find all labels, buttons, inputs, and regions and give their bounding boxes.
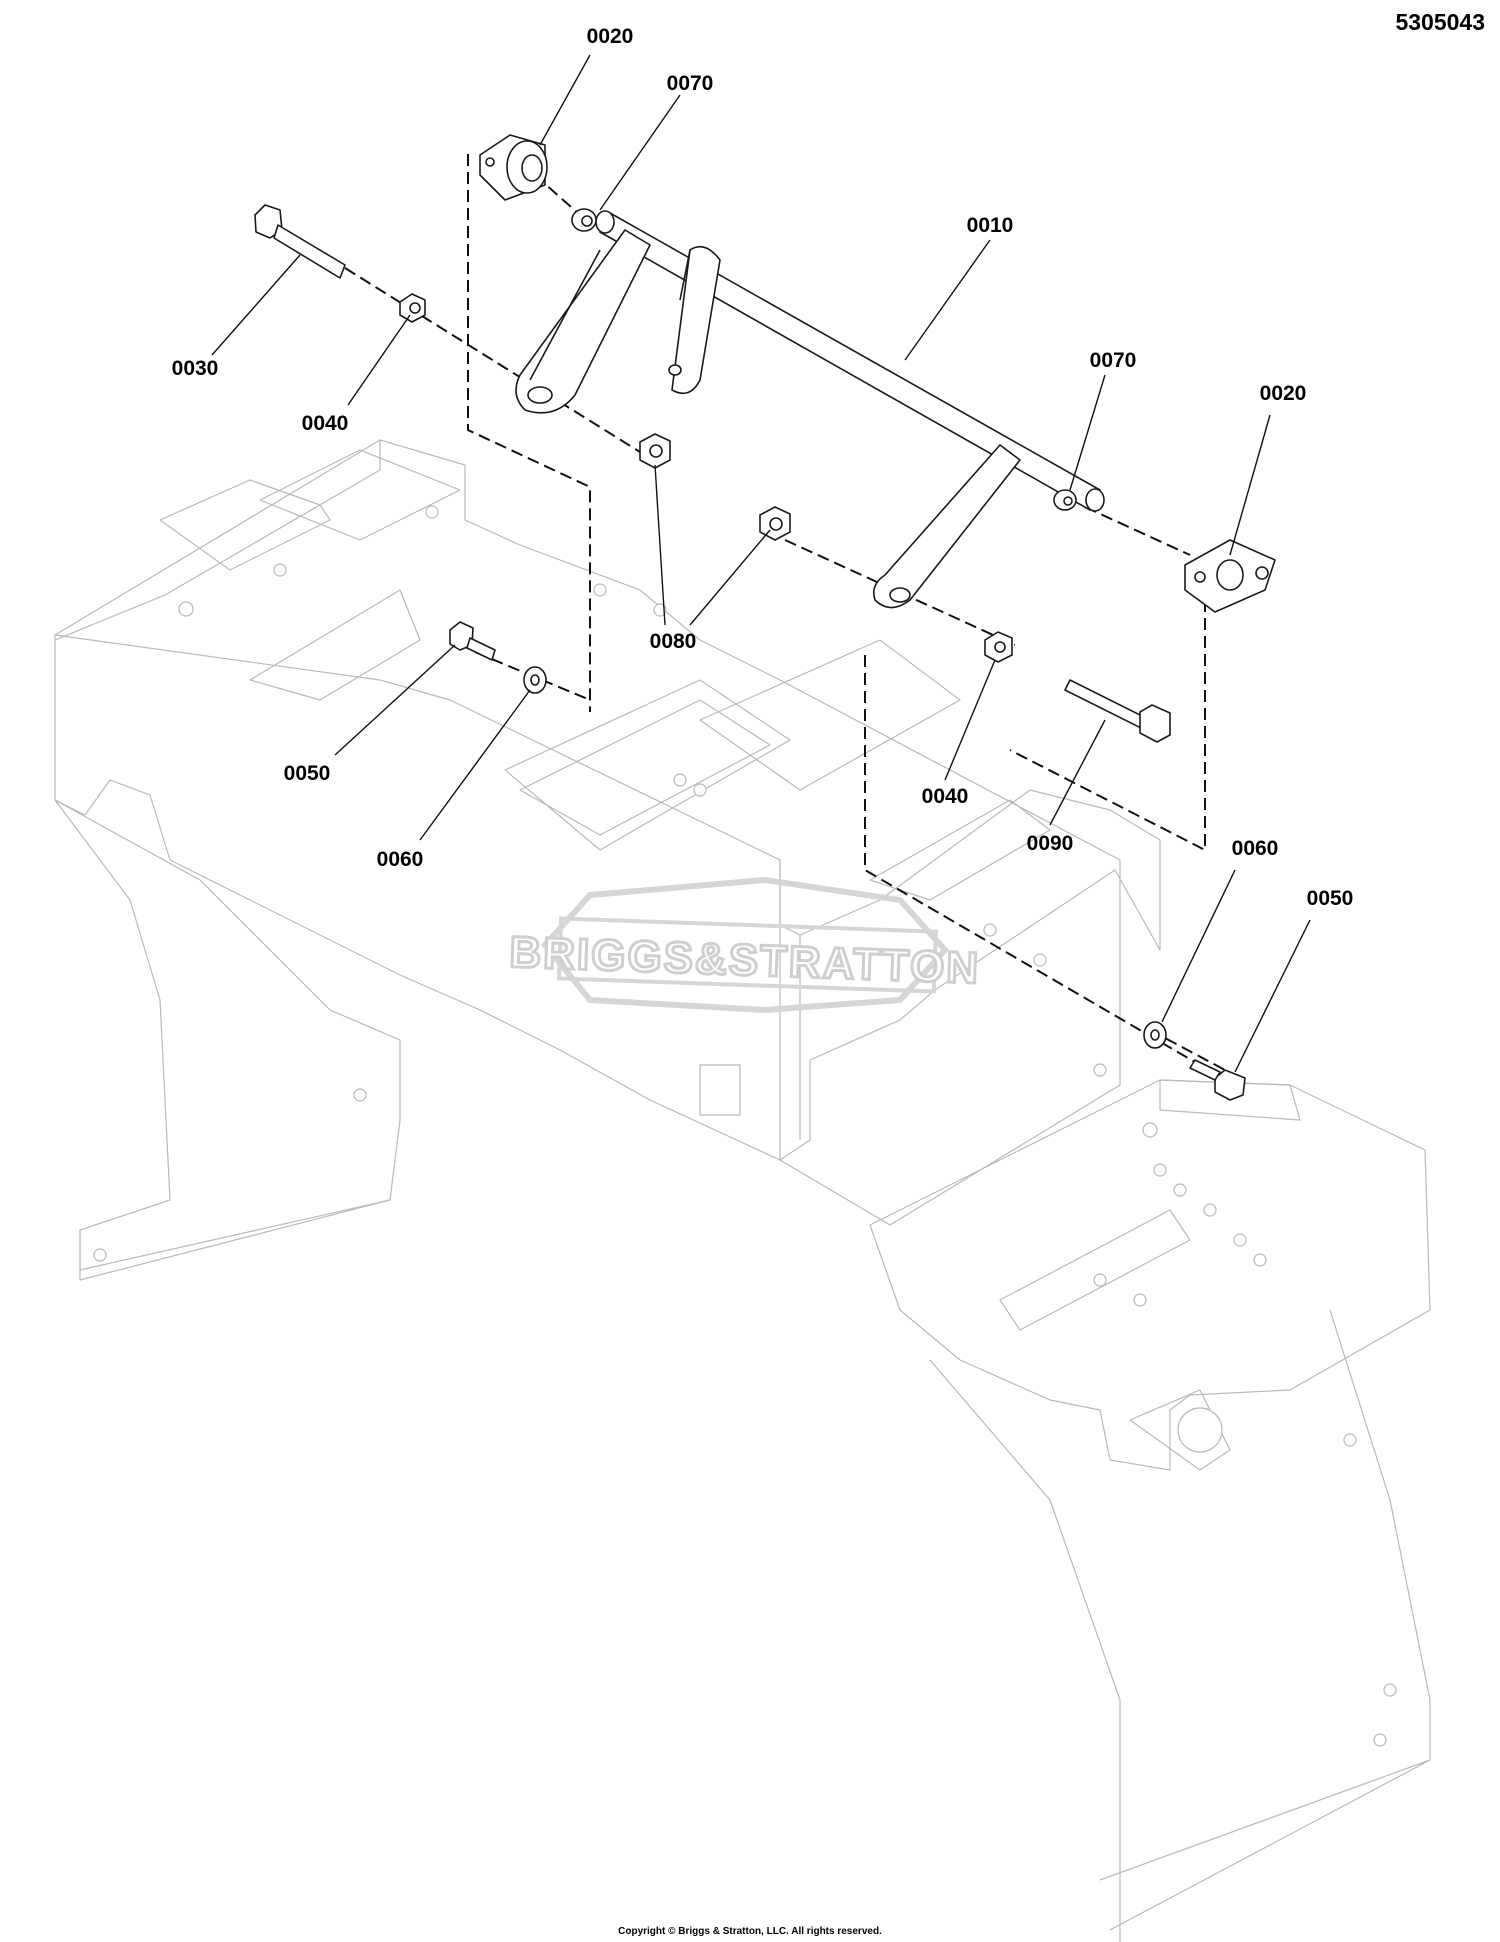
- washer-0060-right: [1143, 1021, 1167, 1049]
- screw-0050-left: [449, 621, 496, 661]
- callout-0010: 0010: [967, 214, 1014, 237]
- nut-0080-left: [639, 433, 671, 469]
- bearing-0020-top: [479, 134, 548, 201]
- bolt-0030: [254, 204, 346, 279]
- callout-0050-right: 0050: [1307, 887, 1354, 910]
- callout-0070-top: 0070: [667, 72, 714, 95]
- washer-0060-left: [523, 666, 547, 694]
- copyright-notice: Copyright © Briggs & Stratton, LLC. All …: [618, 1926, 882, 1937]
- parts: [254, 134, 1276, 1101]
- callout-0020-right: 0020: [1260, 382, 1307, 405]
- callout-0020-top: 0020: [587, 25, 634, 48]
- nut-0040-left: [399, 293, 426, 323]
- collar-0070-top: [571, 208, 597, 232]
- collar-0070-right: [1053, 489, 1077, 511]
- bearing-0020-right: [1184, 539, 1276, 613]
- callout-0040-left: 0040: [302, 412, 349, 435]
- leader-lines: [211, 54, 1311, 1073]
- screw-0050-right: [1189, 1059, 1246, 1101]
- chassis-frame: [54, 439, 1431, 1942]
- document-number: 5305043: [1395, 9, 1485, 35]
- briggs-stratton-watermark: BRIGGS&STRATTON: [507, 876, 982, 1014]
- bolt-0090: [1064, 679, 1171, 743]
- callout-0090: 0090: [1027, 832, 1074, 855]
- callout-0040-right: 0040: [922, 785, 969, 808]
- nut-0040-right: [984, 631, 1013, 663]
- callout-0060-left: 0060: [377, 848, 424, 871]
- callout-0060-right: 0060: [1232, 837, 1279, 860]
- nut-0080-mid: [759, 506, 791, 541]
- callout-0030: 0030: [172, 357, 219, 380]
- callout-0050-left: 0050: [284, 762, 331, 785]
- shaft-assembly-0010: [515, 210, 1105, 609]
- callout-labels: 0020 0070 0010 0030 0040 0070 0020 0080 …: [172, 25, 1354, 910]
- callout-0070-right: 0070: [1090, 349, 1137, 372]
- callout-0080: 0080: [650, 630, 697, 653]
- assembly-lines: [344, 154, 1226, 1071]
